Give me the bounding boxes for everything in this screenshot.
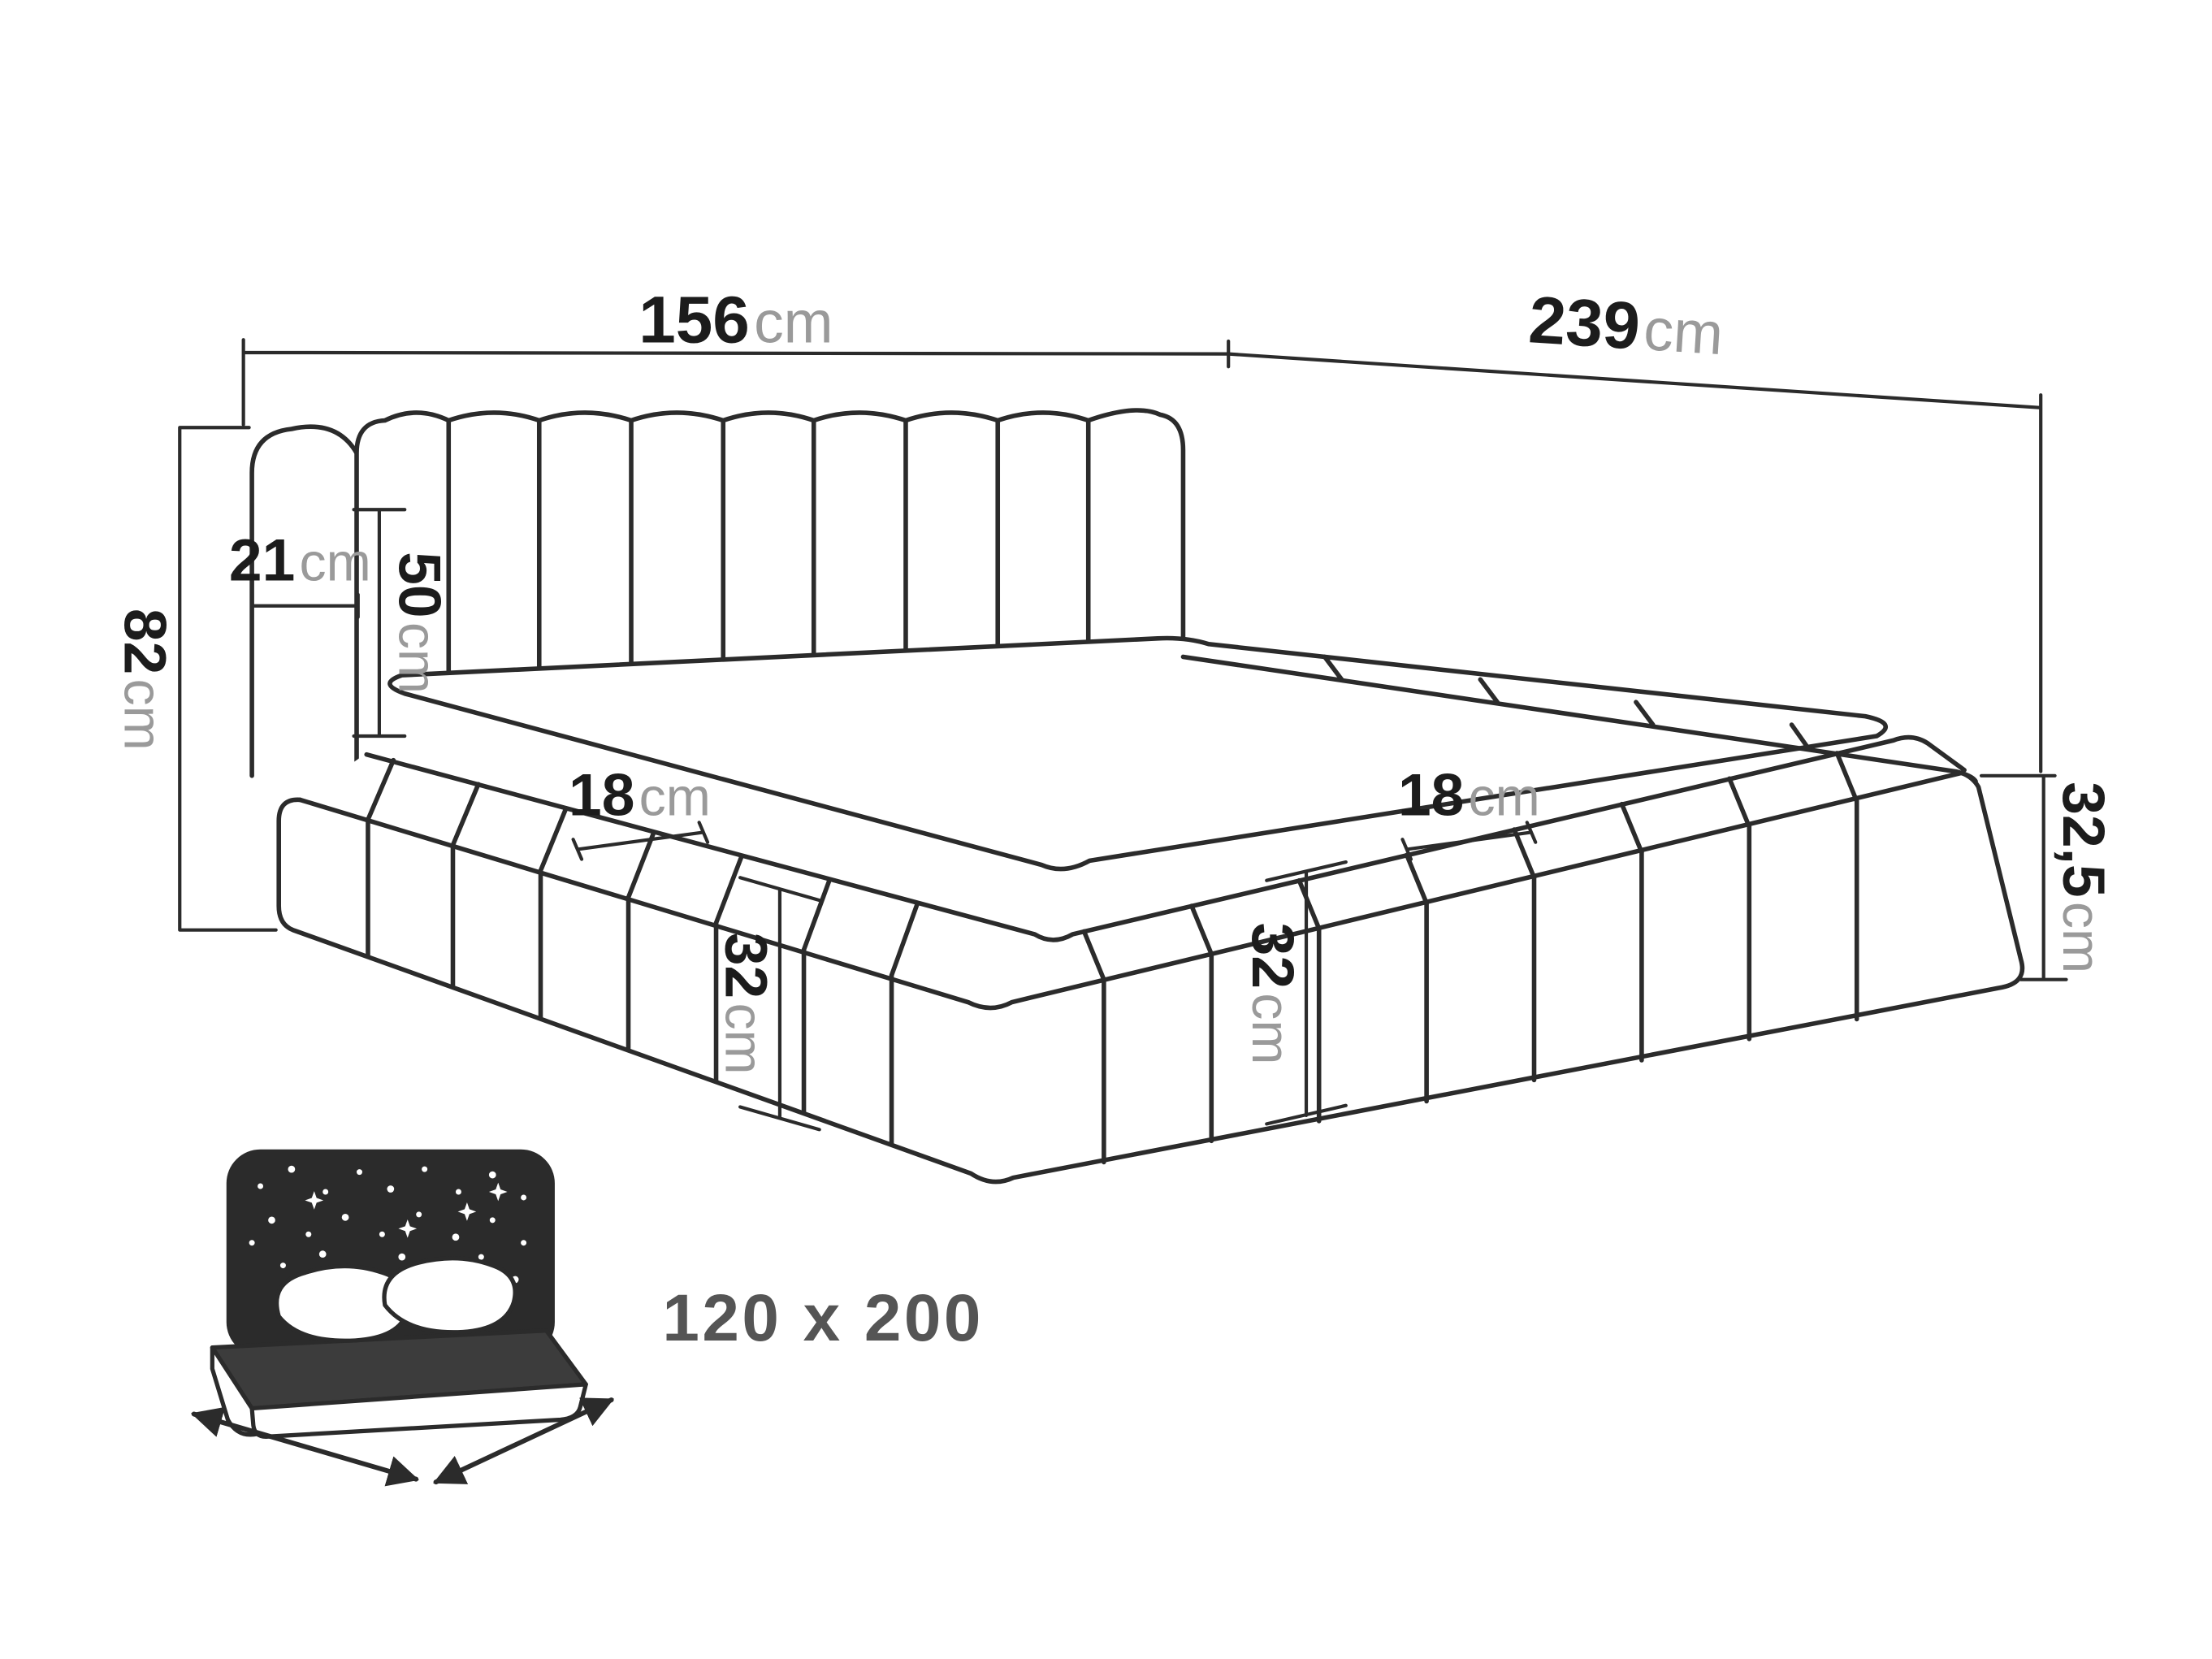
mattress-fill xyxy=(361,638,1911,955)
dim-50-line xyxy=(352,508,407,739)
base-right-band-seams xyxy=(1081,751,1859,982)
dimension-lines xyxy=(178,338,2068,1132)
label-bed-height: 82cm xyxy=(111,609,178,751)
headboard-side-panel-fill xyxy=(252,427,357,776)
dim-239-line xyxy=(1227,352,2043,773)
mattress-top-outline xyxy=(387,635,1888,872)
dim-18-right-line xyxy=(1400,821,1538,861)
headboard-side-panel-outline xyxy=(249,424,359,778)
label-rail-height-left: 32cm xyxy=(713,933,780,1075)
dim-32-left-line xyxy=(738,876,821,1132)
far-rail-seam-ticks xyxy=(1322,654,1812,752)
bed-icon-pillow-right xyxy=(382,1256,517,1335)
dim-32-5-line xyxy=(1979,773,2068,981)
label-rail-height-right: 32cm xyxy=(1240,923,1306,1065)
dim-18-left-line xyxy=(571,821,710,861)
base-rail-top-outer-edge xyxy=(297,770,1964,1011)
dim-32-right-line xyxy=(1265,860,1348,1126)
dim-82-line xyxy=(178,426,278,932)
dim-21-line xyxy=(250,592,360,619)
mattress-size-label: 120 x 200 xyxy=(662,1281,984,1355)
base-left-face-seams xyxy=(366,817,894,1146)
headboard-channel-seams xyxy=(446,418,1091,679)
bed-icon-length-arrow xyxy=(190,1406,419,1487)
label-rail-height-foot: 32,5cm xyxy=(2050,782,2117,973)
dim-156-line xyxy=(241,338,1231,427)
base-outer-silhouette xyxy=(276,770,2025,1185)
label-headboard-panel-height: 50cm xyxy=(386,552,452,694)
base-frame xyxy=(276,654,2025,1185)
bed-icon: 120 x 200 xyxy=(190,1149,984,1487)
base-left-band-seams xyxy=(366,757,920,978)
mattress xyxy=(361,635,1911,955)
base-right-face-seams xyxy=(1102,799,1859,1165)
bed-icon-width-arrow xyxy=(433,1397,615,1485)
label-bed-length: 239cm xyxy=(1526,283,1725,369)
